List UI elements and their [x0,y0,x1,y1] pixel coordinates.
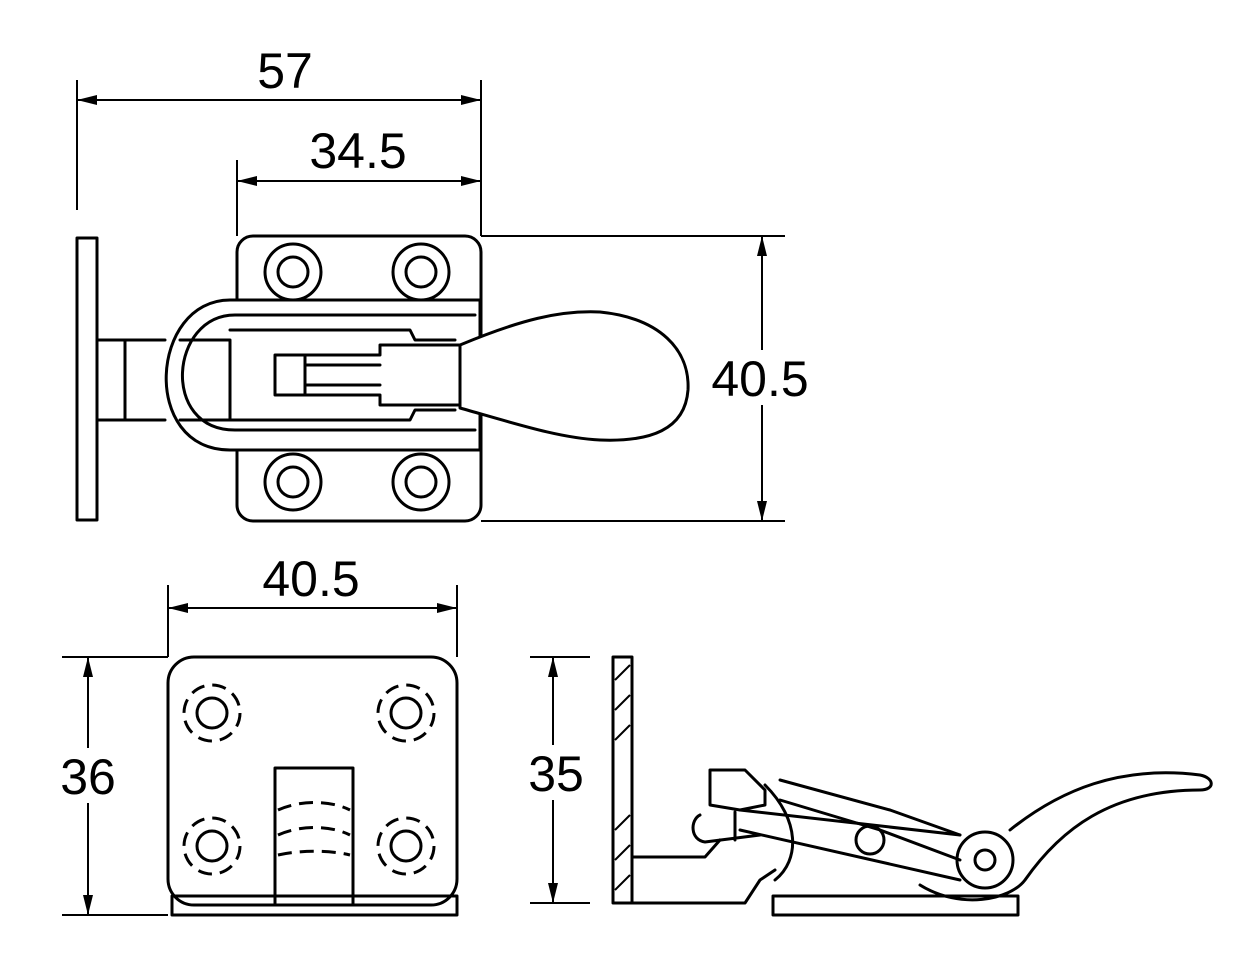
yoke-inner [181,313,477,432]
dimension-label: 34.5 [309,123,406,179]
dimension-label: 36 [60,749,116,805]
dimension-40-5-right: 40.5 [481,235,809,522]
front-view [166,655,459,917]
dimension-label: 40.5 [262,551,359,607]
pivot [955,830,1015,890]
stem-side [630,838,777,905]
dimension-36: 36 [60,656,168,916]
latch-body [178,328,457,422]
base-plate-side [771,894,1020,917]
latch-tip [691,810,762,844]
yoke-outer [164,298,482,452]
handle-side [918,771,1213,902]
dimension-40-5-bottom: 40.5 [167,551,458,657]
lever-arm [738,808,962,882]
dimension-label: 35 [528,746,584,802]
mounting-holes [182,683,436,876]
mounting-plate [75,236,99,522]
handle-grip [458,310,690,442]
mounting-plate-side [611,655,634,905]
dimension-label: 57 [257,43,313,99]
dimension-35: 35 [528,656,590,904]
dimension-57: 57 [76,43,482,236]
stem [95,338,167,422]
dimension-label: 40.5 [711,351,808,407]
hook-side [708,768,767,812]
flange [170,894,459,917]
dimension-34-5: 34.5 [236,123,481,236]
hidden-lines [277,801,351,857]
base-plate-front [166,655,459,907]
side-view [611,655,1213,917]
latch-block [273,766,355,907]
top-view [75,234,690,523]
